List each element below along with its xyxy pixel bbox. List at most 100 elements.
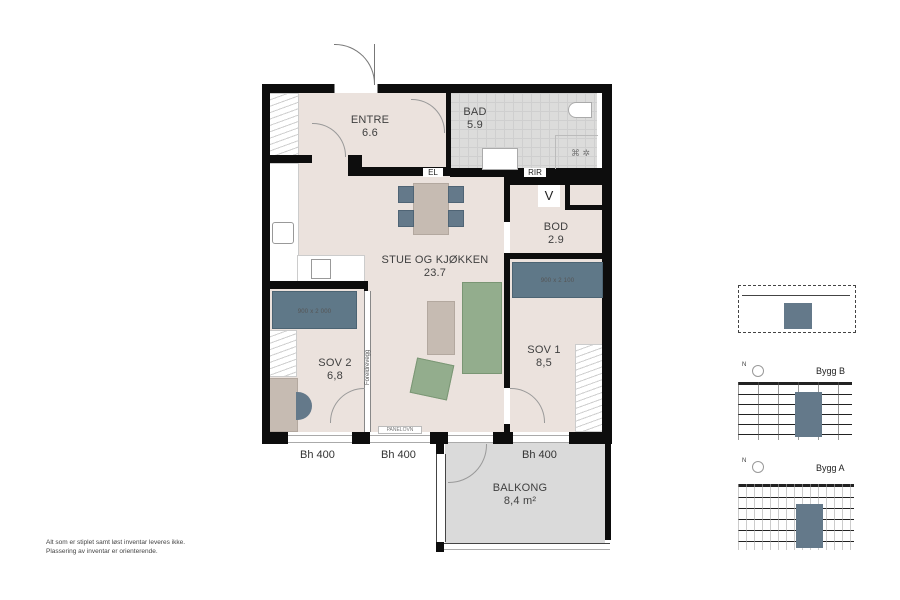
keyplan-floor xyxy=(738,285,856,333)
shower-area xyxy=(555,135,598,169)
room-bad-name: BAD xyxy=(463,106,487,118)
bygg-b-highlight xyxy=(795,392,822,437)
wall-entre-bottom xyxy=(362,167,450,176)
wall-entre-left-stub xyxy=(270,155,312,163)
ventilation-tag: V xyxy=(538,185,560,207)
balkong-post-bottom xyxy=(436,542,444,552)
room-sov1: SOV 1 8,5 xyxy=(514,344,574,370)
wall-top-left xyxy=(262,84,334,93)
armchair xyxy=(409,357,455,401)
sov2-chair xyxy=(296,392,312,420)
wall-bod-bottom xyxy=(504,253,602,259)
room-bad-area: 5.9 xyxy=(467,119,483,131)
window-height-sov1: Bh 400 xyxy=(522,449,557,461)
wall-bottom-2 xyxy=(352,432,370,444)
room-entre-name: ENTRE xyxy=(350,114,390,126)
balkong-post-top xyxy=(436,444,444,454)
bygg-a-highlight xyxy=(796,504,823,548)
room-stue-area: 23.7 xyxy=(423,267,447,279)
wall-bod-left xyxy=(504,177,510,222)
room-stue: STUE OG KJØKKEN 23.7 xyxy=(375,254,495,280)
room-bad: BAD 5.9 xyxy=(455,106,495,132)
wall-bad-left xyxy=(446,93,451,176)
sov2-bed: 900 x 2 000 xyxy=(272,291,357,329)
window-door-stue xyxy=(448,435,493,443)
keyplan-bygg-a: N Bygg A xyxy=(738,458,858,553)
keyplan-bygg-b: N Bygg B xyxy=(738,362,858,442)
balkong-rail-right xyxy=(605,444,611,540)
wall-sov2-top xyxy=(262,281,364,289)
wall-entre-mid xyxy=(348,155,362,176)
foreldrevegg-wall xyxy=(364,291,371,432)
kitchen-counter-bottom xyxy=(297,255,365,283)
north-arrow-b: N xyxy=(742,362,747,368)
room-balkong-area: 8,4 m² xyxy=(503,495,537,507)
wall-sov1-left xyxy=(504,253,510,388)
entry-door-opening[interactable] xyxy=(334,84,378,93)
wall-bottom-5 xyxy=(569,432,612,444)
disclaimer-line-2: Plassering av inventar er orienterende. xyxy=(46,548,158,555)
el-tag: EL xyxy=(423,168,443,177)
sofa xyxy=(462,282,502,374)
wall-sov2-right xyxy=(364,281,368,291)
wall-top-right xyxy=(376,84,612,93)
room-bod: BOD 2.9 xyxy=(510,221,602,247)
room-balkong: BALKONG 8,4 m² xyxy=(480,482,560,508)
keyplan-floor-highlight xyxy=(784,303,812,329)
sov1-bed-size: 900 x 2 100 xyxy=(540,278,575,284)
window-height-sov2: Bh 400 xyxy=(300,449,335,461)
wall-bod-shaft xyxy=(565,185,570,209)
keyplan-floor-corridor xyxy=(742,295,850,296)
wall-right xyxy=(602,84,612,444)
entry-door-leaf xyxy=(374,44,375,84)
wall-bottom-3 xyxy=(430,432,448,444)
toilet-icon xyxy=(568,102,592,118)
wall-bottom-4 xyxy=(493,432,513,444)
sov1-wardrobe xyxy=(575,344,604,432)
wall-sov1-left-b xyxy=(504,424,510,434)
foreldrevegg-label: Foreldrevegg xyxy=(365,349,371,385)
sov2-desk xyxy=(269,378,298,432)
wall-left xyxy=(262,84,270,444)
window-stue xyxy=(370,435,430,443)
room-sov1-area: 8,5 xyxy=(536,357,552,369)
dining-table xyxy=(413,183,449,235)
room-entre: ENTRE 6.6 xyxy=(330,114,410,140)
coffee-table xyxy=(427,301,455,355)
compass-b-icon xyxy=(752,365,764,377)
window-sov2 xyxy=(288,435,352,443)
wall-bod-top xyxy=(504,177,602,185)
dining-chair-4 xyxy=(448,210,464,227)
disclaimer-line-1: Alt som er stiplet samt løst inventar le… xyxy=(46,539,186,546)
dining-chair-1 xyxy=(398,186,414,203)
rir-tag: RIR xyxy=(524,168,546,177)
wall-bottom-1 xyxy=(262,432,288,444)
bygg-b-label: Bygg B xyxy=(816,366,846,376)
room-balkong-name: BALKONG xyxy=(492,482,548,494)
room-stue-name: STUE OG KJØKKEN xyxy=(381,254,489,266)
window-height-stue: Bh 400 xyxy=(381,449,416,461)
sink-icon xyxy=(311,259,331,279)
dining-chair-3 xyxy=(448,186,464,203)
room-bod-name: BOD xyxy=(543,221,569,233)
entre-wardrobe xyxy=(269,93,299,157)
room-entre-area: 6.6 xyxy=(362,127,378,139)
keyplan-floor-outline xyxy=(738,285,856,333)
compass-a-icon xyxy=(752,461,764,473)
room-bod-area: 2.9 xyxy=(548,234,564,246)
hob-icon xyxy=(272,222,294,244)
north-arrow-a: N xyxy=(742,458,747,464)
entry-door-arc xyxy=(334,44,375,85)
room-sov2-name: SOV 2 xyxy=(318,357,352,369)
room-sov2: SOV 2 6,8 xyxy=(305,357,365,383)
sov2-bed-size: 900 x 2 000 xyxy=(297,309,332,315)
shower-drain-icon: ⌘ ✲ xyxy=(571,148,591,158)
wall-bod-shaft-b xyxy=(565,205,602,210)
balkong-rail-bottom xyxy=(444,543,610,550)
window-sov1 xyxy=(513,435,569,443)
sov1-bed: 900 x 2 100 xyxy=(512,262,603,298)
sov2-wardrobe xyxy=(269,330,297,377)
dining-chair-2 xyxy=(398,210,414,227)
sink-bath-icon xyxy=(482,148,518,170)
